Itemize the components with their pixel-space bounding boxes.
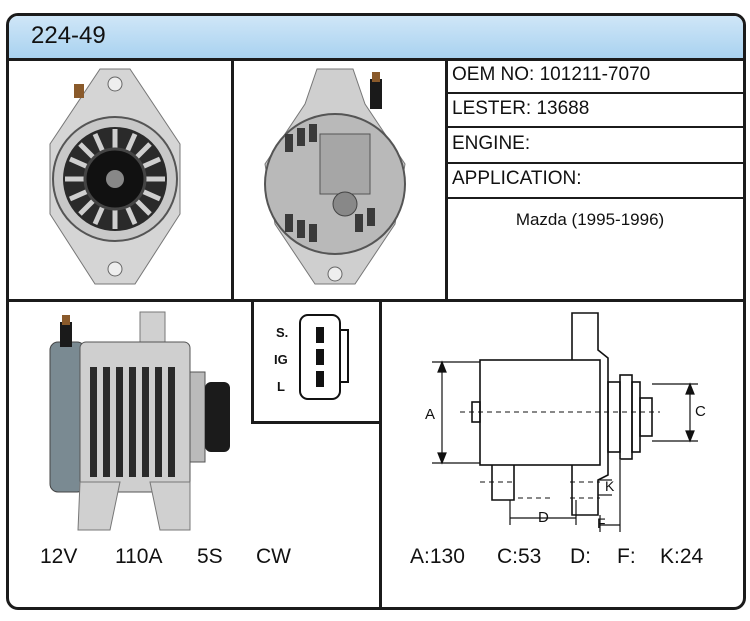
divider xyxy=(445,126,743,128)
oem-number: OEM NO: 101211-7070 xyxy=(452,64,651,85)
oem-row: OEM NO: 101211-7070 xyxy=(446,58,734,92)
dimension-drawing xyxy=(432,312,698,532)
dimension-c: C:53 xyxy=(497,545,542,568)
application-row: APPLICATION: xyxy=(446,162,734,196)
divider xyxy=(231,58,234,299)
amperage-rating: 110A xyxy=(115,545,163,568)
pin-label-s: S. xyxy=(276,325,289,340)
lester-row: LESTER: 13688 xyxy=(446,92,734,126)
part-number-title: 224-49 xyxy=(31,22,106,49)
alternator-rear-image xyxy=(264,68,406,285)
dim-letter-c: C xyxy=(695,403,706,420)
divider xyxy=(445,58,448,299)
rotation-direction: CW xyxy=(256,545,291,568)
alternator-side-image xyxy=(49,311,230,531)
application-label: APPLICATION: xyxy=(452,168,582,189)
engine-label: ENGINE: xyxy=(452,133,531,154)
dim-letter-a: A xyxy=(425,406,436,423)
dim-letter-d: D xyxy=(538,509,549,526)
pin-label-ig: IG xyxy=(274,352,288,367)
pin-label-l: L xyxy=(277,379,285,394)
product-card: 224-49 xyxy=(6,13,746,610)
dim-letter-k: K xyxy=(605,478,615,494)
divider xyxy=(251,421,382,424)
divider xyxy=(445,162,743,164)
divider xyxy=(445,197,743,199)
dimension-f: F: xyxy=(617,545,636,568)
dimension-d: D: xyxy=(570,545,591,568)
dim-letter-f: F xyxy=(597,515,606,531)
lester-number: LESTER: 13688 xyxy=(452,98,590,119)
dimension-a: A:130 xyxy=(410,545,465,568)
divider xyxy=(445,92,743,94)
engine-row: ENGINE: xyxy=(446,127,734,161)
divider xyxy=(379,299,382,607)
groove-count: 5S xyxy=(197,545,223,568)
connector-diagram xyxy=(299,314,349,400)
voltage-rating: 12V xyxy=(40,545,78,568)
application-value: Mazda (1995-1996) xyxy=(515,210,665,229)
divider xyxy=(251,299,254,424)
alternator-front-image xyxy=(49,68,181,285)
divider xyxy=(9,299,743,302)
title-bar: 224-49 xyxy=(9,16,743,61)
dimension-k: K:24 xyxy=(660,545,704,568)
